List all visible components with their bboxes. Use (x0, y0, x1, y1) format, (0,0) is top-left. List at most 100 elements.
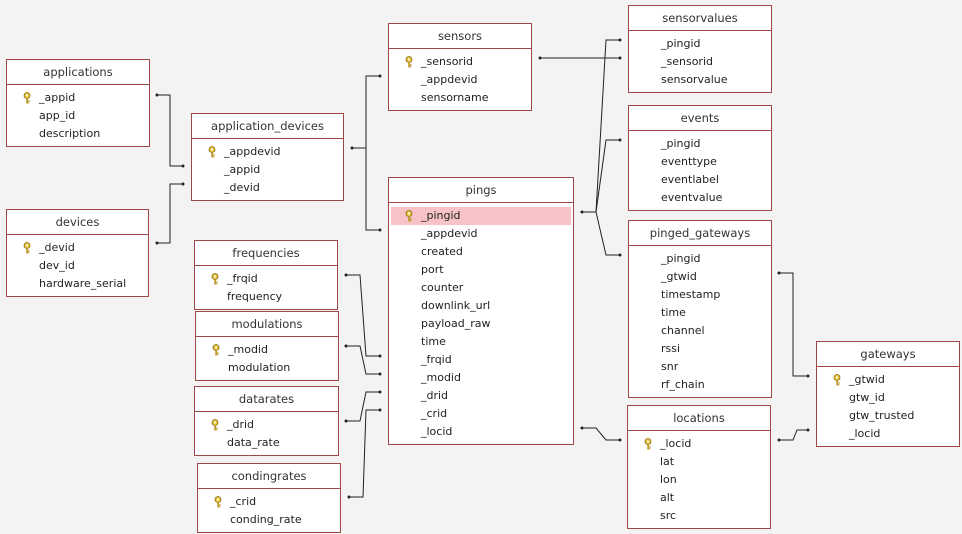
field-row[interactable]: port (389, 261, 573, 279)
field-row[interactable]: _modid (389, 369, 573, 387)
field-row[interactable]: modulation (196, 359, 338, 377)
primary-key-field[interactable]: _modid (196, 341, 338, 359)
primary-key-field[interactable]: _frqid (195, 270, 337, 288)
field-row[interactable]: _locid (389, 423, 573, 441)
table-title[interactable]: devices (7, 210, 148, 235)
primary-key-field[interactable]: _drid (195, 416, 338, 434)
field-row[interactable]: _pingid (629, 135, 771, 153)
field-name: time (661, 306, 686, 319)
table-title[interactable]: modulations (196, 312, 338, 337)
field-row[interactable]: time (629, 304, 771, 322)
primary-key-field[interactable]: _pingid (391, 207, 571, 225)
table-title[interactable]: gateways (817, 342, 959, 367)
field-row[interactable]: snr (629, 358, 771, 376)
field-row[interactable]: _crid (389, 405, 573, 423)
primary-key-field[interactable]: _locid (628, 435, 770, 453)
field-name: _appdevid (421, 73, 478, 86)
field-row[interactable]: downlink_url (389, 297, 573, 315)
table-title[interactable]: locations (628, 406, 770, 431)
field-row[interactable]: _appdevid (389, 71, 531, 89)
field-row[interactable]: counter (389, 279, 573, 297)
field-row[interactable]: created (389, 243, 573, 261)
table-title[interactable]: frequencies (195, 241, 337, 266)
field-row[interactable]: eventvalue (629, 189, 771, 207)
field-row[interactable]: app_id (7, 107, 149, 125)
table-title[interactable]: applications (7, 60, 149, 85)
field-row[interactable]: src (628, 507, 770, 525)
field-row[interactable]: timestamp (629, 286, 771, 304)
field-name: lon (660, 473, 677, 486)
field-row[interactable]: _locid (817, 425, 959, 443)
field-row[interactable]: _gtwid (629, 268, 771, 286)
table-application-devices[interactable]: application_devices _appdevid_appid_devid (191, 113, 344, 201)
field-row[interactable]: eventtype (629, 153, 771, 171)
primary-key-field[interactable]: _appdevid (192, 143, 343, 161)
table-title[interactable]: events (629, 106, 771, 131)
field-row[interactable]: alt (628, 489, 770, 507)
field-name: _drid (421, 389, 449, 402)
field-name: _appid (39, 91, 76, 104)
field-row[interactable]: dev_id (7, 257, 148, 275)
field-row[interactable]: gtw_trusted (817, 407, 959, 425)
field-row[interactable]: time (389, 333, 573, 351)
field-row[interactable]: rssi (629, 340, 771, 358)
table-title[interactable]: condingrates (198, 464, 340, 489)
field-row[interactable]: sensorvalue (629, 71, 771, 89)
table-events[interactable]: events _pingid eventtype eventlabel eventval… (628, 105, 772, 211)
relationship-line (582, 427, 620, 441)
field-row[interactable]: channel (629, 322, 771, 340)
primary-key-field[interactable]: _sensorid (389, 53, 531, 71)
field-row[interactable]: lat (628, 453, 770, 471)
primary-key-field[interactable]: _gtwid (817, 371, 959, 389)
field-name: eventvalue (661, 191, 723, 204)
field-row[interactable]: lon (628, 471, 770, 489)
table-title[interactable]: application_devices (192, 114, 343, 139)
field-row[interactable]: gtw_id (817, 389, 959, 407)
table-title[interactable]: pinged_gateways (629, 221, 771, 246)
field-row[interactable]: description (7, 125, 149, 143)
field-row[interactable]: _devid (192, 179, 343, 197)
primary-key-field[interactable]: _appid (7, 89, 149, 107)
primary-key-field[interactable]: _crid (198, 493, 340, 511)
relationship-line (157, 94, 183, 167)
field-row[interactable]: hardware_serial (7, 275, 148, 293)
table-title[interactable]: sensorvalues (629, 6, 771, 31)
field-name: _pingid (661, 37, 701, 50)
field-row[interactable]: conding_rate (198, 511, 340, 529)
field-row[interactable]: sensorname (389, 89, 531, 107)
field-name: eventtype (661, 155, 717, 168)
key-icon (23, 92, 33, 104)
field-row[interactable]: eventlabel (629, 171, 771, 189)
table-sensors[interactable]: sensors _sensorid _appdevid sensorname (388, 23, 532, 111)
field-row[interactable]: _pingid (629, 250, 771, 268)
field-row[interactable]: _pingid (629, 35, 771, 53)
field-row[interactable]: _appdevid (389, 225, 573, 243)
primary-key-field[interactable]: _devid (7, 239, 148, 257)
field-row[interactable]: rf_chain (629, 376, 771, 394)
field-name: _locid (421, 425, 453, 438)
field-row[interactable]: _frqid (389, 351, 573, 369)
field-row[interactable]: data_rate (195, 434, 338, 452)
field-row[interactable]: _sensorid (629, 53, 771, 71)
field-row[interactable]: frequency (195, 288, 337, 306)
table-title[interactable]: sensors (389, 24, 531, 49)
field-row[interactable]: _appid (192, 161, 343, 179)
table-title[interactable]: pings (389, 178, 573, 203)
table-title[interactable]: datarates (195, 387, 338, 412)
field-row[interactable]: payload_raw (389, 315, 573, 333)
field-row[interactable]: _drid (389, 387, 573, 405)
